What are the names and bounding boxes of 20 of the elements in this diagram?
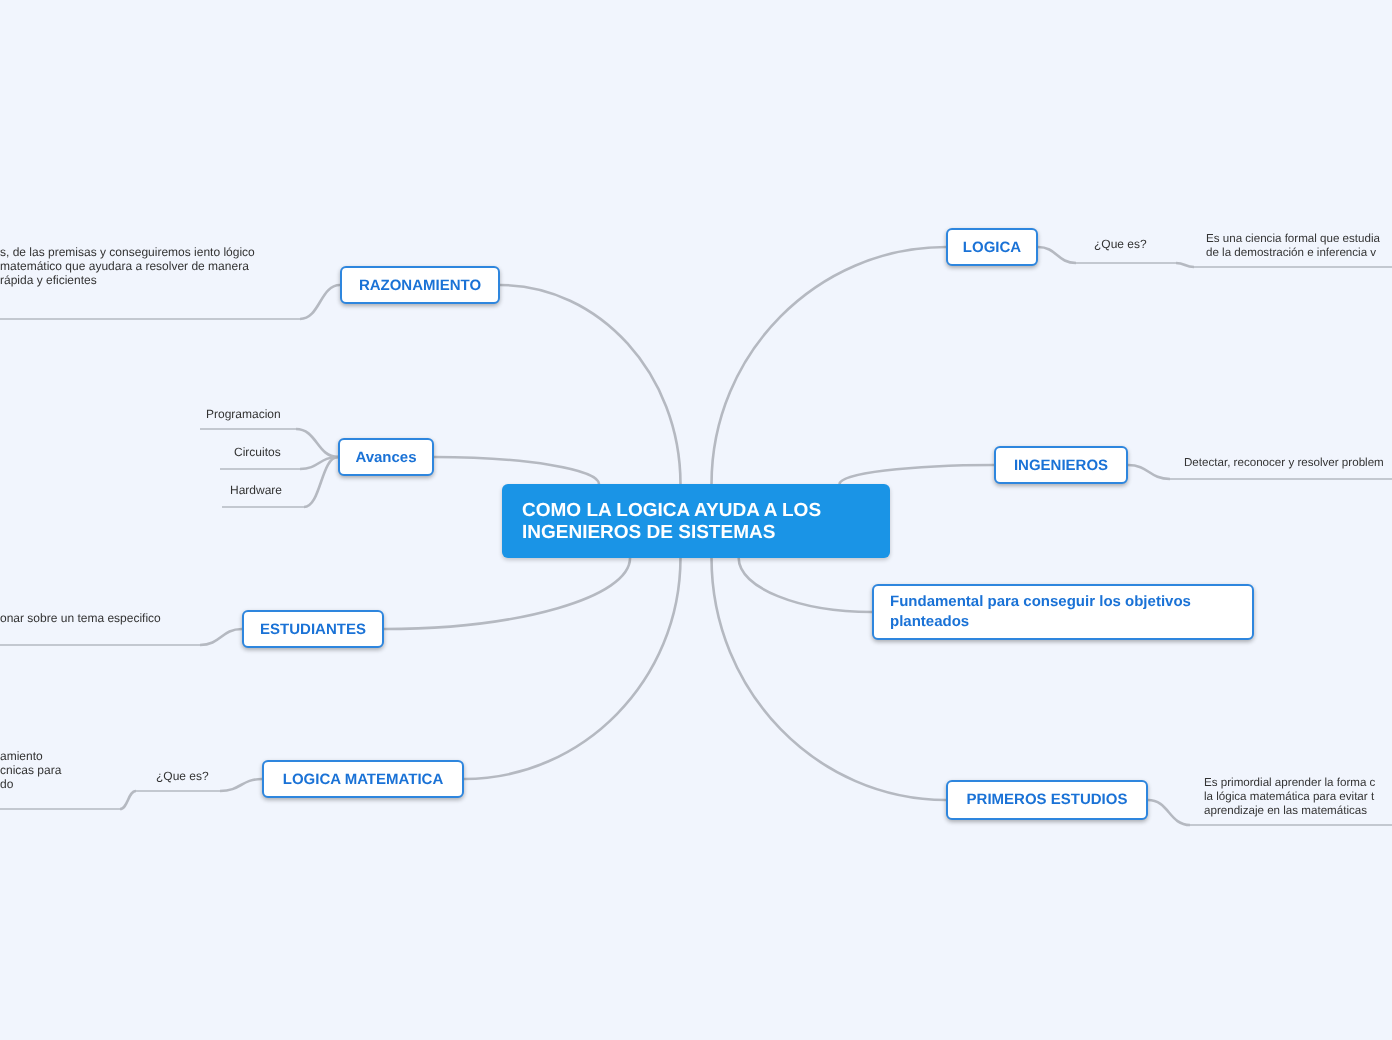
connector-line: [295, 427, 339, 459]
connector-line: [463, 557, 682, 781]
connector-line: [1175, 261, 1195, 269]
connector-line: [499, 283, 682, 485]
connector-line: [710, 245, 947, 485]
connector-line: [838, 463, 994, 485]
central-topic: COMO LA LOGICA AYUDA A LOS INGENIEROS DE SISTEMAS: [502, 484, 890, 558]
connector-line: [1127, 463, 1171, 481]
connector-line: [299, 283, 341, 321]
connector-line: [1037, 245, 1077, 265]
connector-line: [299, 455, 339, 471]
connector-line: [737, 557, 873, 614]
connector-line: [219, 777, 263, 793]
connector-line: [710, 557, 947, 802]
connector-line: [119, 789, 137, 811]
connector-line: [434, 455, 601, 485]
connector-line: [1147, 798, 1191, 827]
connector-line: [199, 627, 243, 647]
connector-line: [303, 455, 339, 509]
connector-line: [383, 557, 632, 631]
